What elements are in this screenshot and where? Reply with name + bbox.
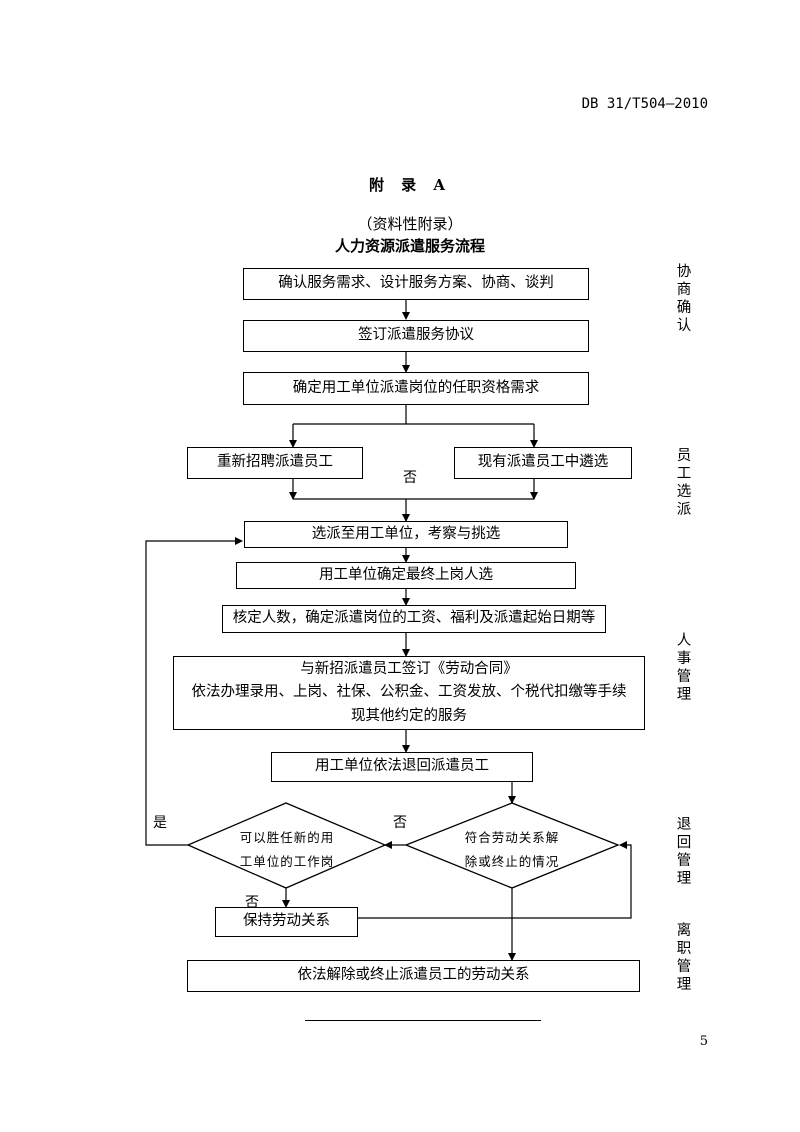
- step-confirm-needs-text: 确认服务需求、设计服务方案、协商、谈判: [278, 275, 554, 292]
- phase-negotiation: 协商确认: [676, 264, 692, 335]
- decision-terminate-diamond: [404, 802, 620, 889]
- step-dispatch-to-unit: 选派至用工单位，考察与挑选: [244, 521, 568, 548]
- step-return-employee: 用工单位依法退回派遣员工: [271, 752, 533, 782]
- phase-staff-selection: 员工选派: [676, 448, 692, 519]
- contract-line-3: 现其他约定的服务: [351, 707, 467, 724]
- step-verify-headcount-text: 核定人数，确定派遣岗位的工资、福利及派遣起始日期等: [232, 610, 596, 627]
- step-determine-requirements-text: 确定用工单位派遣岗位的任职资格需求: [292, 379, 540, 396]
- step-recruit-new: 重新招聘派遣员工: [187, 447, 363, 479]
- flow-title: 人力资源派遣服务流程: [334, 237, 485, 255]
- step-sign-agreement-text: 签订派遣服务协议: [358, 327, 474, 344]
- decision-terminate-line-1: 符合劳动关系解: [464, 830, 560, 845]
- step-recruit-new-text: 重新招聘派遣员工: [217, 454, 333, 471]
- step-select-existing-text: 现有派遣员工中遴选: [477, 454, 609, 471]
- annex-title: 附 录 A: [368, 176, 452, 194]
- standard-code: DB 31/T504—2010: [581, 96, 708, 112]
- step-unit-determines-text: 用工单位确定最终上岗人选: [319, 566, 493, 583]
- decision-new-unit-diamond: [186, 802, 387, 889]
- annex-type: （资料性附录）: [357, 215, 463, 233]
- step-keep-relation: 保持劳动关系: [215, 907, 358, 937]
- step-determine-requirements: 确定用工单位派遣岗位的任职资格需求: [243, 372, 589, 405]
- step-dispatch-to-unit-text: 选派至用工单位，考察与挑选: [311, 525, 501, 542]
- step-terminate-relation-text: 依法解除或终止派遣员工的劳动关系: [297, 967, 530, 984]
- footer-divider: [305, 1020, 541, 1021]
- contract-line-2: 依法办理录用、上岗、社保、公积金、工资发放、个税代扣缴等手续: [191, 684, 627, 701]
- decision-terminate-text: 符合劳动关系解 除或终止的情况: [446, 826, 578, 874]
- label-no-selection: 否: [403, 470, 417, 486]
- phase-personnel-management: 人事管理: [676, 633, 692, 704]
- page-number: 5: [699, 1034, 708, 1049]
- step-sign-contract: 与新招派遣员工签订《劳动合同》 依法办理录用、上岗、社保、公积金、工资发放、个税…: [173, 656, 645, 730]
- label-no-middle: 否: [393, 815, 407, 831]
- decision-new-unit-text: 可以胜任新的用 工单位的工作岗: [222, 826, 352, 874]
- label-yes-left: 是: [153, 815, 167, 831]
- step-verify-headcount: 核定人数，确定派遣岗位的工资、福利及派遣起始日期等: [222, 605, 606, 633]
- decision-new-unit-line-2: 工单位的工作岗: [239, 853, 335, 869]
- step-sign-agreement: 签订派遣服务协议: [243, 320, 589, 352]
- step-unit-determines: 用工单位确定最终上岗人选: [236, 562, 576, 589]
- step-select-existing: 现有派遣员工中遴选: [454, 447, 632, 479]
- decision-new-unit-line-1: 可以胜任新的用: [239, 830, 335, 845]
- phase-exit-management: 离职管理: [676, 923, 692, 994]
- step-confirm-needs: 确认服务需求、设计服务方案、协商、谈判: [243, 268, 589, 300]
- contract-line-1: 与新招派遣员工签订《劳动合同》: [300, 661, 518, 678]
- step-return-employee-text: 用工单位依法退回派遣员工: [315, 758, 489, 775]
- step-keep-relation-text: 保持劳动关系: [243, 913, 330, 930]
- phase-return-management: 退回管理: [676, 817, 692, 888]
- step-terminate-relation: 依法解除或终止派遣员工的劳动关系: [187, 960, 640, 992]
- decision-terminate-line-2: 除或终止的情况: [464, 853, 560, 869]
